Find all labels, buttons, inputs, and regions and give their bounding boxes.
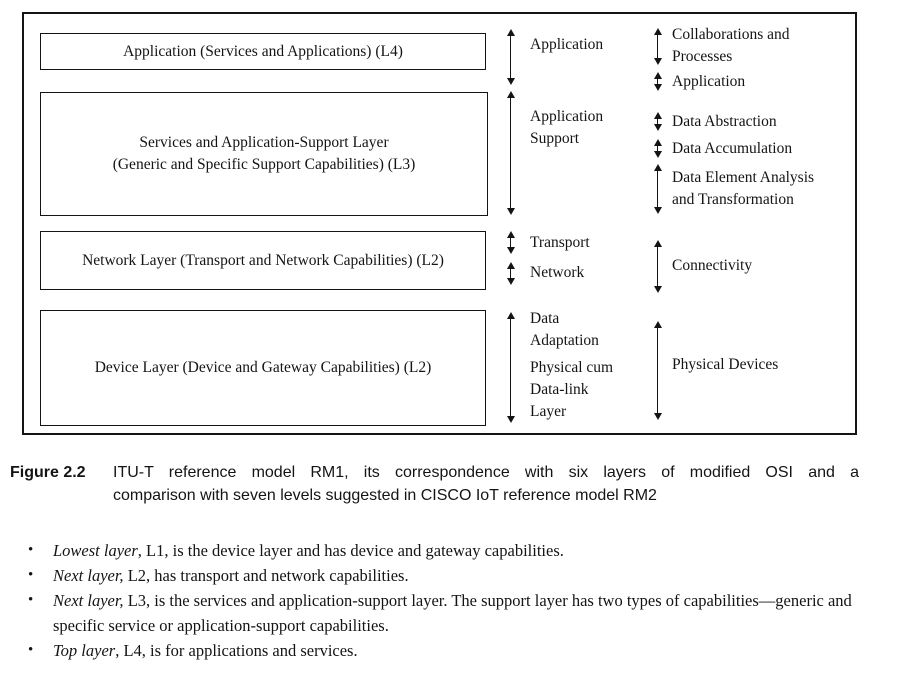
- bullet-body-text: L2, has transport and network capabiliti…: [123, 566, 409, 585]
- up-down-arrow-icon: [505, 312, 516, 423]
- figure-caption-number: Figure 2.2: [10, 464, 86, 481]
- up-down-arrow-icon: [505, 231, 516, 254]
- layer-box-application-l4: Application (Services and Applications) …: [40, 33, 486, 70]
- bullet-lead-text: Top layer: [53, 641, 116, 660]
- bullet-body-text: , L1, is the device layer and has device…: [137, 541, 564, 560]
- bullet-icon: •: [28, 592, 34, 608]
- up-down-arrow-icon: [505, 29, 516, 85]
- list-item: • Next layer, L3, is the services and app…: [28, 588, 886, 638]
- up-down-arrow-icon: [652, 112, 663, 131]
- up-down-arrow-icon: [652, 321, 663, 420]
- list-item: • Lowest layer, L1, is the device layer a…: [28, 538, 886, 563]
- figure-caption-line2: comparison with seven levels suggested i…: [113, 487, 657, 504]
- osi-label-application-support: Application Support: [530, 108, 604, 147]
- figure-caption-line1: ITU-T reference model RM1, its correspon…: [113, 464, 859, 481]
- osi-label-physical-datalink: Physical cum Data-link Layer: [530, 359, 614, 420]
- cisco-label-collaborations-processes: Collaborations and Processes: [672, 26, 790, 65]
- layer-box-services-l3: Services and Application-Support Layer (…: [40, 92, 488, 216]
- bullet-lead-text: Next layer,: [53, 566, 124, 585]
- up-down-arrow-icon: [505, 262, 516, 285]
- cisco-label-physical-devices: Physical Devices: [672, 356, 779, 373]
- cisco-label-data-accumulation: Data Accumulation: [672, 140, 793, 157]
- up-down-arrow-icon: [652, 139, 663, 158]
- layer-box-device-l2: Device Layer (Device and Gateway Capabil…: [40, 310, 486, 426]
- osi-label-application: Application: [530, 36, 604, 53]
- up-down-arrow-icon: [652, 72, 663, 91]
- up-down-arrow-icon: [652, 240, 663, 293]
- bullet-list: • Lowest layer, L1, is the device layer a…: [28, 538, 886, 663]
- cisco-label-data-element-analysis: Data Element Analysis and Transformation: [672, 169, 815, 208]
- up-down-arrow-icon: [505, 91, 516, 215]
- bullet-icon: •: [28, 642, 34, 658]
- bullet-lead-text: Lowest layer: [53, 541, 138, 560]
- bullet-icon: •: [28, 567, 34, 583]
- osi-label-transport: Transport: [530, 234, 590, 251]
- up-down-arrow-icon: [652, 28, 663, 65]
- up-down-arrow-icon: [652, 164, 663, 214]
- osi-label-network: Network: [530, 264, 585, 281]
- osi-label-data-adaptation: Data Adaptation: [530, 310, 599, 349]
- cisco-label-data-abstraction: Data Abstraction: [672, 113, 777, 130]
- bullet-body-text: , L4, is for applications and services.: [115, 641, 358, 660]
- cisco-label-connectivity: Connectivity: [672, 257, 753, 274]
- bullet-lead-text: Next layer,: [53, 591, 124, 610]
- figure-caption-text: ITU-T reference model RM1, its correspon…: [113, 461, 859, 507]
- list-item: • Next layer, L2, has transport and netwo…: [28, 563, 886, 588]
- layer-box-network-l2: Network Layer (Transport and Network Cap…: [40, 231, 486, 290]
- bullet-body-text: L3, is the services and application-supp…: [53, 591, 852, 635]
- list-item: • Top layer, L4, is for applications and …: [28, 638, 886, 663]
- bullet-icon: •: [28, 542, 34, 558]
- cisco-label-application: Application: [672, 73, 746, 90]
